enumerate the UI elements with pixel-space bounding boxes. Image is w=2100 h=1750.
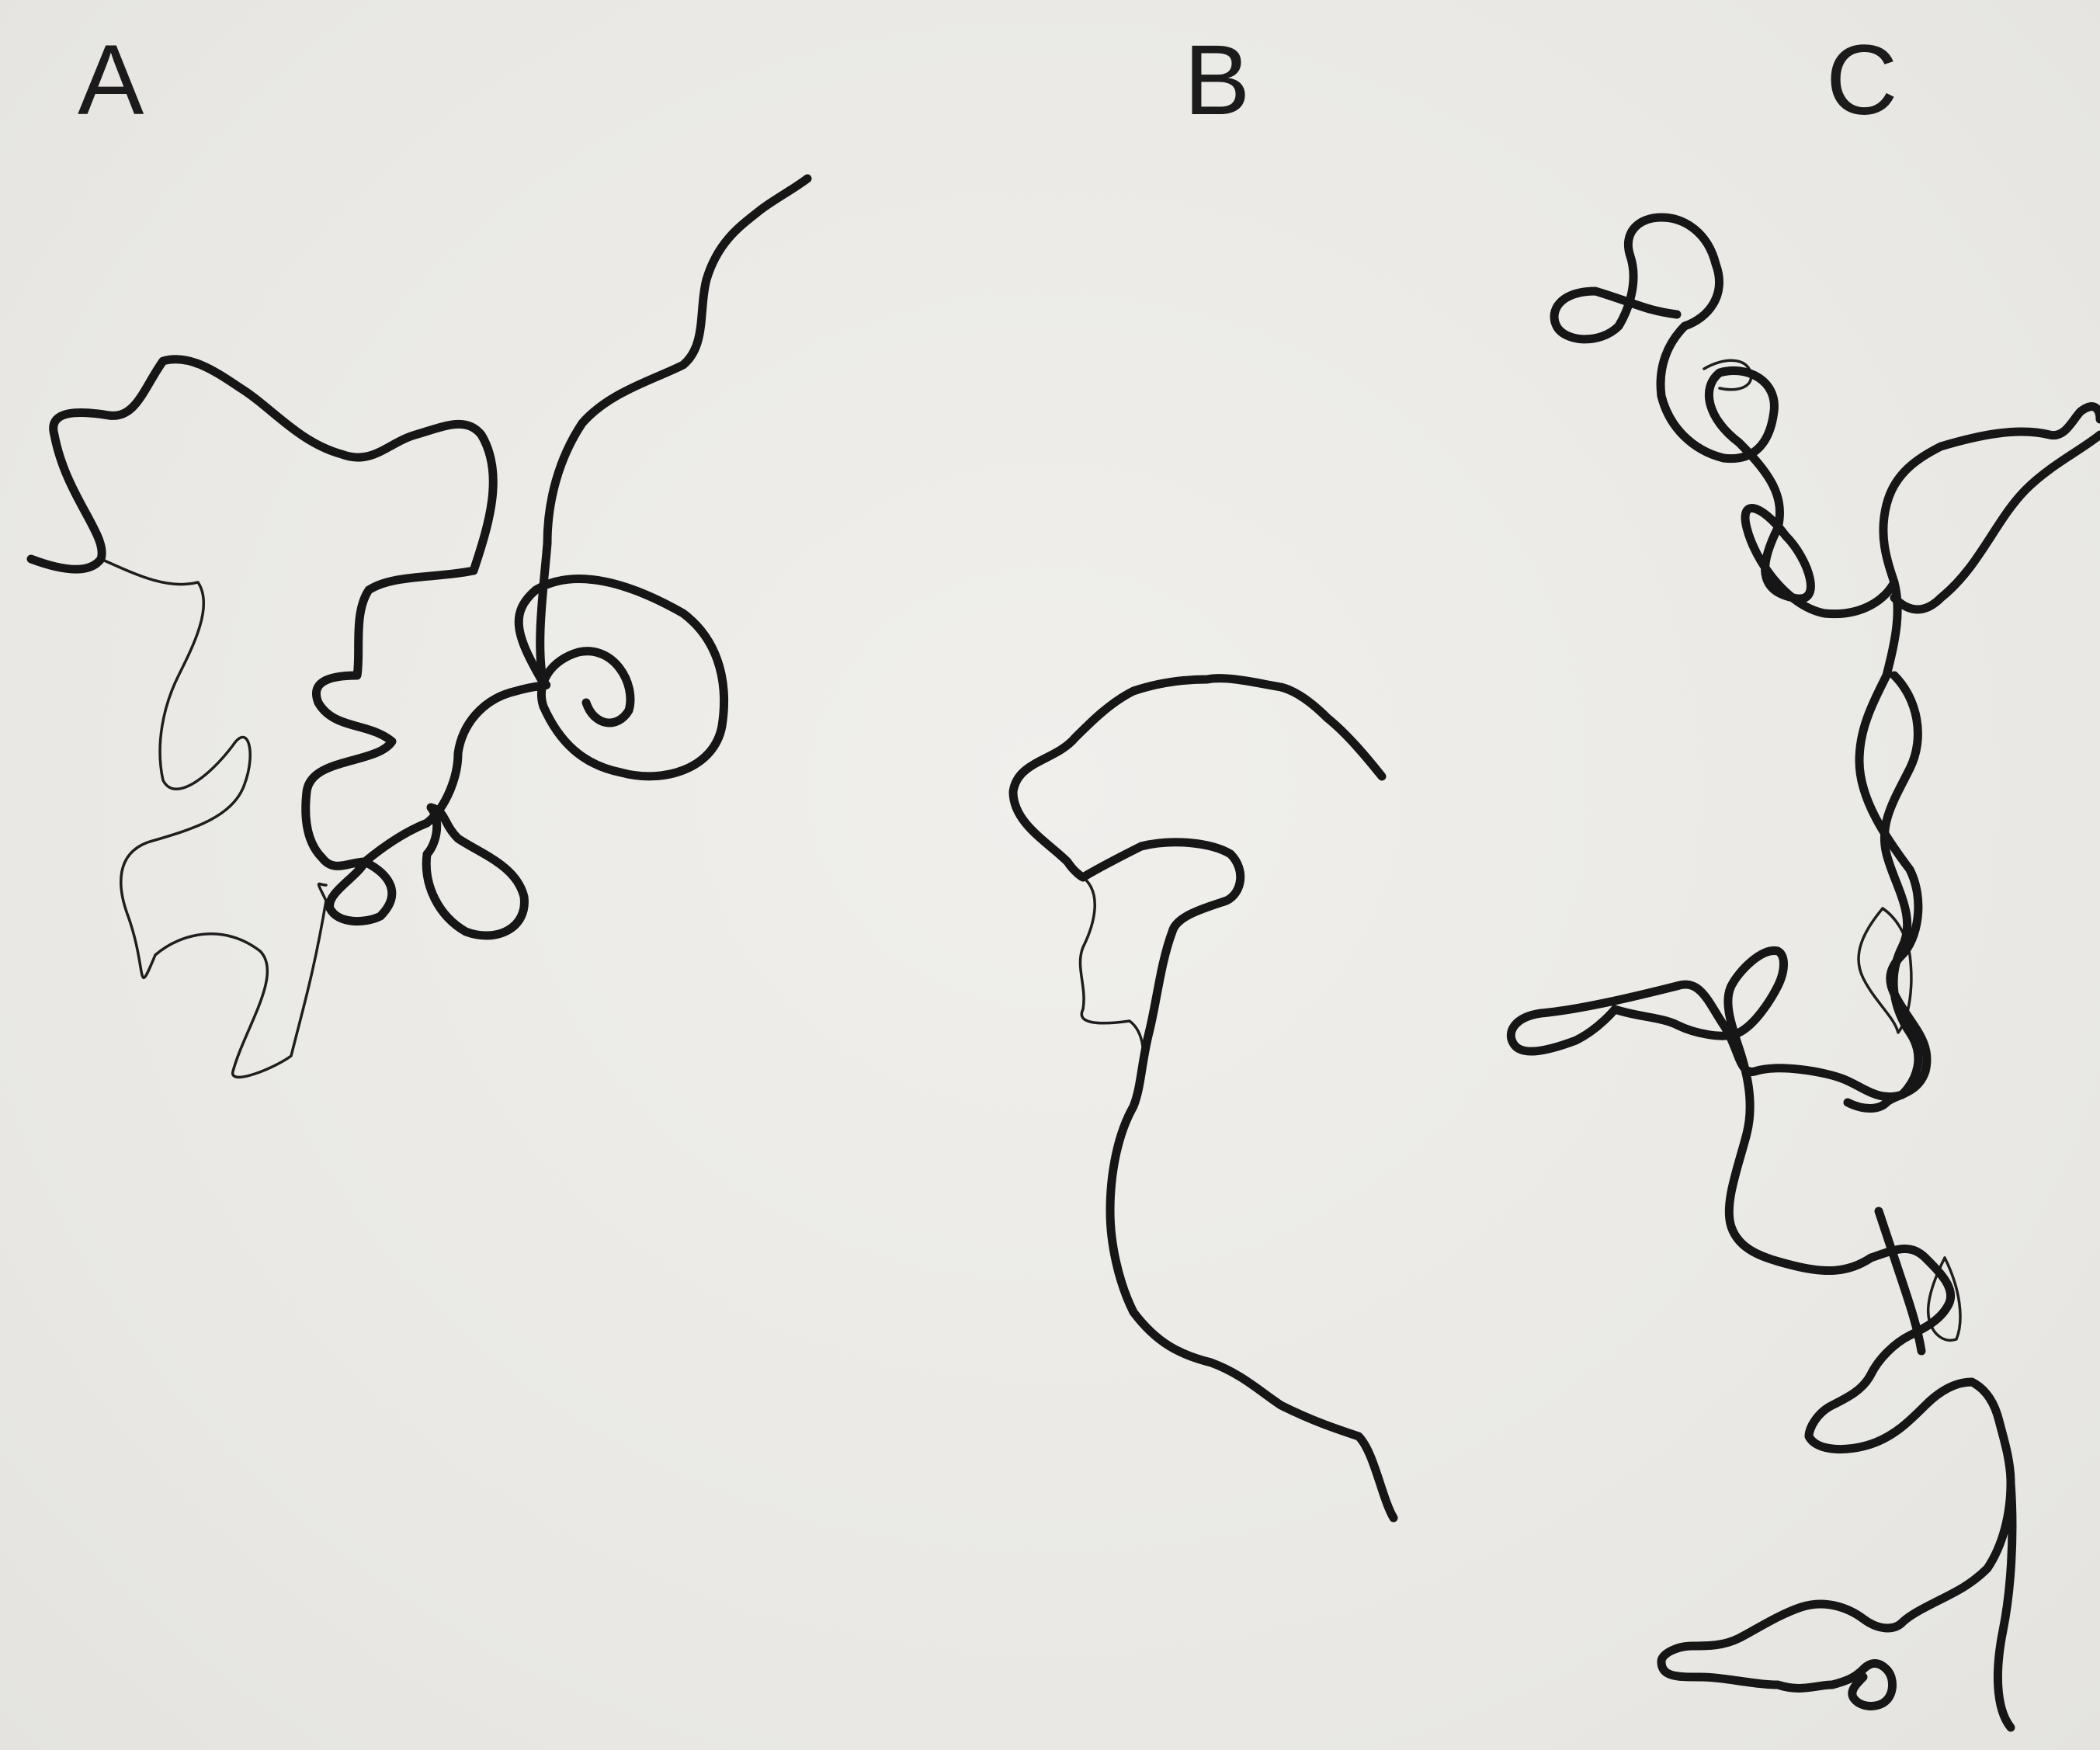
panel-c-strands bbox=[1511, 217, 2100, 1727]
panel-a-strands bbox=[31, 179, 807, 1077]
panel-a-thick-strand bbox=[31, 179, 807, 936]
panel-b-thin-strand bbox=[1080, 877, 1143, 1083]
panel-b-thick-strand bbox=[1013, 679, 1394, 1518]
panel-c-thick-strand-branch bbox=[1883, 407, 2100, 609]
panel-a-thin-strand bbox=[101, 559, 326, 1077]
panel-c-thick-strand-loops bbox=[1511, 675, 2012, 1727]
panel-b-strands bbox=[1013, 679, 1394, 1518]
